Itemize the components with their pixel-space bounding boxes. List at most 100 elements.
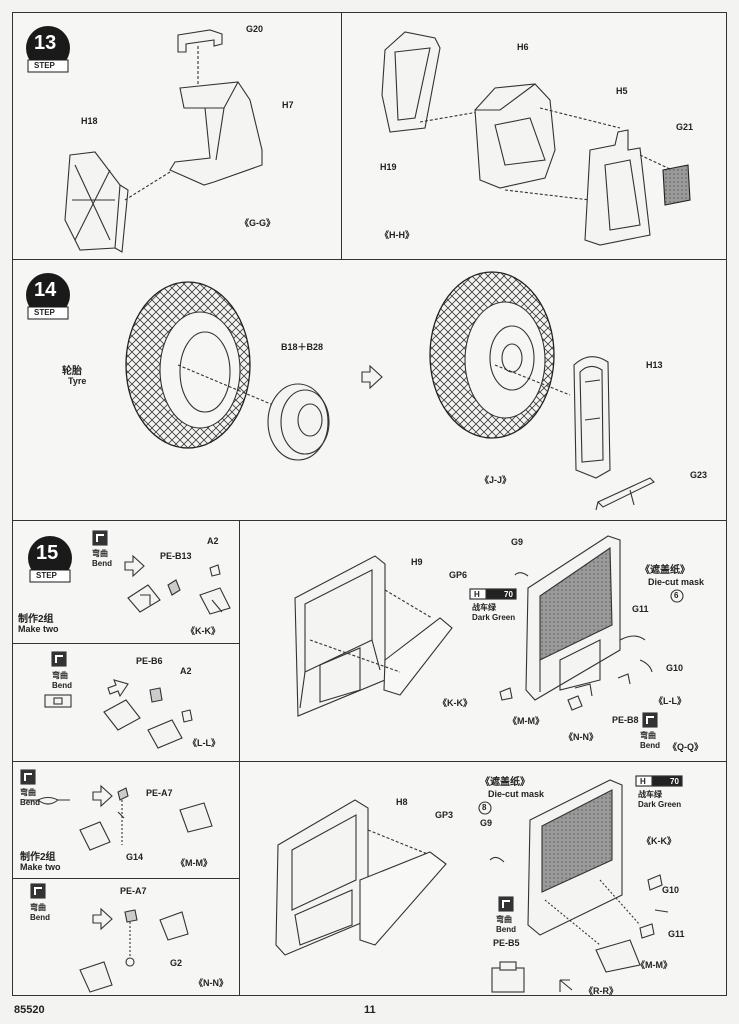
bracket-ll <box>103 687 193 749</box>
arrow-right <box>361 364 383 390</box>
view-r-r: 《R-R》 <box>584 986 618 996</box>
bend-icon-mm <box>20 769 36 785</box>
label-h5: H5 <box>616 86 628 96</box>
panel-step15-door2 <box>239 761 727 996</box>
mask-num-2: 8 <box>482 803 487 812</box>
kit-code: 85520 <box>14 1004 45 1016</box>
bend-en-nn: Bend <box>30 913 50 922</box>
label-g11-door2: G11 <box>668 929 685 939</box>
mask-cn-1: 《遮盖纸》 <box>640 565 690 576</box>
bend-en-ll: Bend <box>52 681 72 690</box>
door-h8-frame <box>275 799 369 956</box>
label-g14: G14 <box>126 852 144 862</box>
step13-word: STEP <box>34 61 55 70</box>
make-two-en-1: Make two <box>18 624 59 634</box>
window-gp6 <box>383 617 453 696</box>
step15-word: STEP <box>36 571 57 580</box>
step13-number: 13 <box>34 32 57 54</box>
label-g20: G20 <box>246 24 264 34</box>
step14-number: 14 <box>34 279 57 301</box>
door-h9-frame <box>294 555 386 717</box>
bend-cn-kk: 弯曲 <box>92 549 108 558</box>
label-g9-door1: G9 <box>511 537 524 547</box>
view-k-k-left: 《K-K》 <box>186 626 220 636</box>
label-gp3: GP3 <box>435 810 454 820</box>
label-h7: H7 <box>282 100 294 110</box>
label-pe-b6: PE-B6 <box>136 656 163 666</box>
label-g9-door2: G9 <box>480 818 493 828</box>
label-pe-a7-nn: PE-A7 <box>120 886 147 896</box>
label-pe-b8: PE-B8 <box>612 715 639 725</box>
part-g20 <box>177 29 223 53</box>
part-h7 <box>169 81 263 186</box>
window-gp3 <box>359 851 447 946</box>
label-tyre-en: Tyre <box>68 376 87 386</box>
bend-cn-mm: 弯曲 <box>20 788 36 797</box>
bracket-kk-2 <box>199 564 231 615</box>
view-m-m-left: 《M-M》 <box>176 858 212 868</box>
part-h13 <box>573 356 611 479</box>
bend-icon-nn <box>30 883 46 899</box>
label-gp6: GP6 <box>449 570 468 580</box>
view-n-n-door: 《N-N》 <box>564 732 598 742</box>
page-number: 11 <box>364 1004 376 1016</box>
view-n-n-left: 《N-N》 <box>194 978 228 988</box>
paint-code-1: 70 <box>504 590 513 599</box>
part-g23 <box>595 477 655 511</box>
mask-en-1: Die-cut mask <box>648 577 705 587</box>
label-g21: G21 <box>676 122 694 132</box>
step15-badge <box>28 536 72 583</box>
bend-icon-kk <box>92 530 108 546</box>
label-g10-door1: G10 <box>666 663 684 673</box>
label-g2: G2 <box>170 958 183 968</box>
part-pe-b5 <box>491 961 525 993</box>
label-h13: H13 <box>646 360 663 370</box>
part-h6 <box>474 83 556 189</box>
step14-word: STEP <box>34 308 55 317</box>
part-h19 <box>381 31 441 133</box>
label-pe-b5: PE-B5 <box>493 938 520 948</box>
view-k-k-door: 《K-K》 <box>438 698 472 708</box>
label-a2-kk: A2 <box>207 536 219 546</box>
part-pe-b13 <box>167 579 181 596</box>
view-m-m-door: 《M-M》 <box>508 716 544 726</box>
label-b18-b28: B18＋B28 <box>281 342 324 352</box>
part-h5 <box>584 129 651 246</box>
bend-cn-door2: 弯曲 <box>496 915 512 924</box>
bend-en-kk: Bend <box>92 559 112 568</box>
paint-en-1: Dark Green <box>472 613 516 622</box>
paint-h-2: H <box>640 777 646 786</box>
small-parts-door2 <box>489 856 669 992</box>
bend-icon-door1 <box>642 712 658 728</box>
paint-cn-1: 战车绿 <box>472 603 496 612</box>
label-h6: H6 <box>517 42 529 52</box>
bend-cn-nn: 弯曲 <box>30 903 46 912</box>
bend-icon-door2 <box>498 896 514 912</box>
step15-number: 15 <box>36 542 59 564</box>
bend-cn-ll: 弯曲 <box>52 671 68 680</box>
label-h8: H8 <box>396 797 408 807</box>
make-two-cn-1: 制作2组 <box>18 614 54 625</box>
part-g21 <box>662 164 691 206</box>
label-pe-a7-mm: PE-A7 <box>146 788 173 798</box>
bend-en-door1: Bend <box>640 741 660 750</box>
tyre-right <box>429 271 555 439</box>
paint-chip-h70-2 <box>635 775 683 787</box>
label-a2-ll: A2 <box>180 666 192 676</box>
door-h9-assembled <box>525 535 621 701</box>
view-l-l-left: 《L-L》 <box>188 738 220 748</box>
label-h9: H9 <box>411 557 423 567</box>
bend-cn-door1: 弯曲 <box>640 731 656 740</box>
step14-badge <box>26 273 70 320</box>
view-g-g: 《G-G》 <box>240 218 275 228</box>
view-q-q: 《Q-Q》 <box>668 742 703 752</box>
view-h-h: 《H-H》 <box>380 230 414 240</box>
bracket-kk-1 <box>127 584 161 613</box>
tyre-left <box>125 281 251 449</box>
label-h19: H19 <box>380 162 397 172</box>
view-m-m-door2: 《M-M》 <box>636 960 672 970</box>
mask-cn-2: 《遮盖纸》 <box>480 777 530 788</box>
mask-en-2: Die-cut mask <box>488 789 545 799</box>
